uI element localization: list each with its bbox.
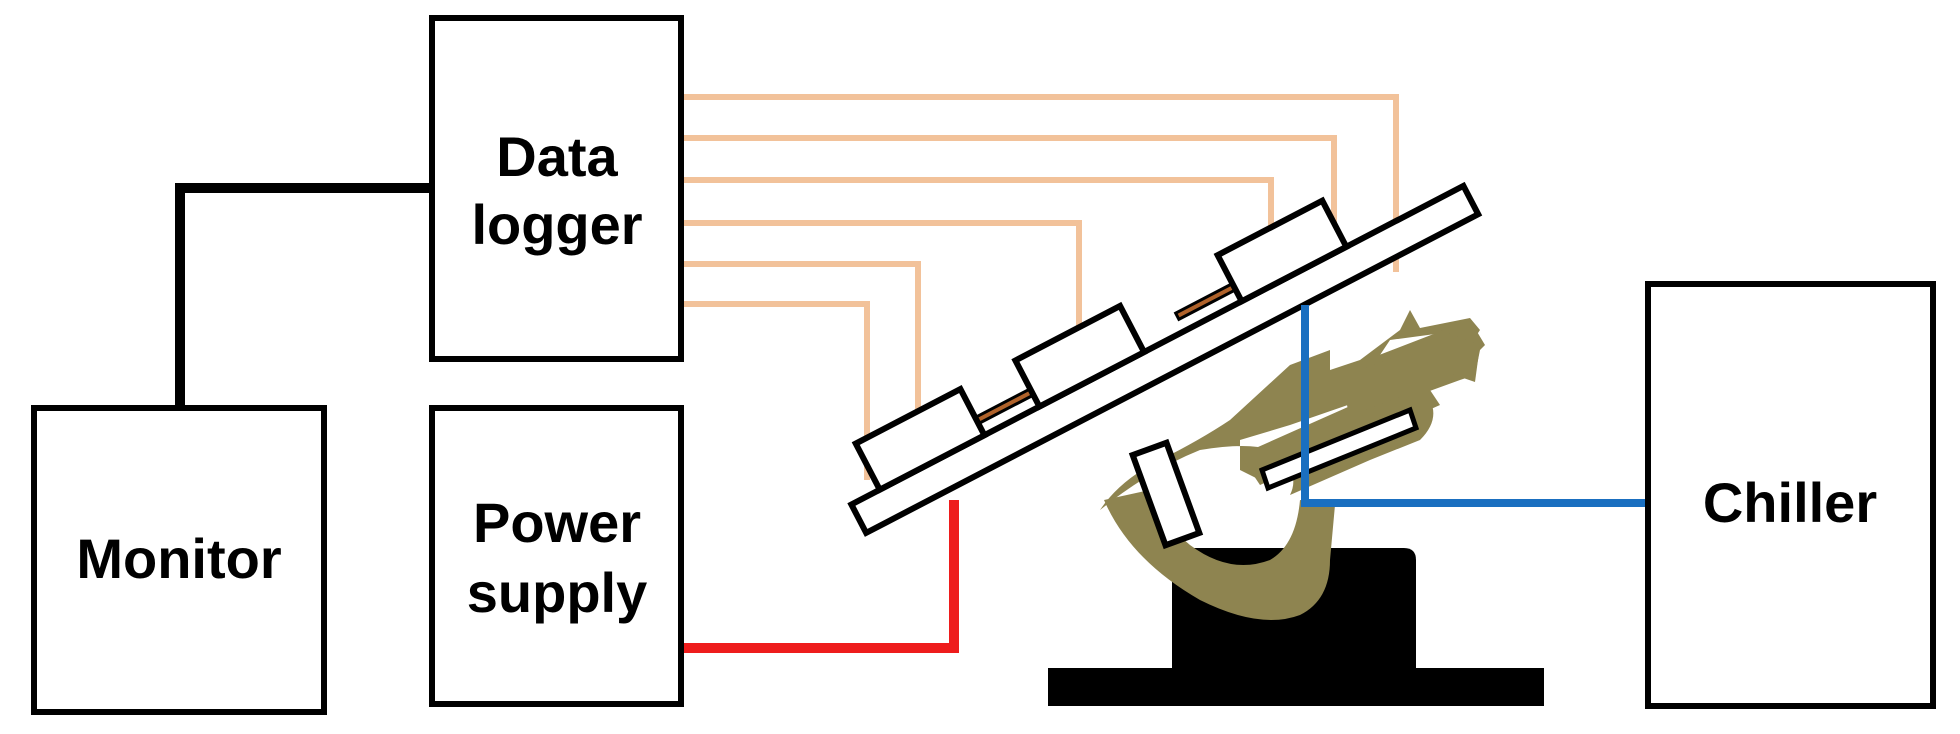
stand-knob-top	[1360, 355, 1405, 410]
data-logger-label-line-2: logger	[471, 193, 642, 256]
stand-slot	[1258, 406, 1420, 492]
chiller-pipe	[1301, 305, 1648, 507]
mounting-plate	[847, 181, 1483, 537]
sensor-wires	[681, 94, 1399, 480]
chiller-label: Chiller	[1703, 471, 1877, 534]
sensor-wire-6	[681, 301, 870, 480]
stand-post	[1128, 438, 1204, 550]
stand-base	[1048, 668, 1544, 706]
module-3	[1213, 196, 1351, 306]
monitor-logger-cable	[175, 183, 432, 408]
data-logger-label-line-1: Data	[496, 125, 618, 188]
module-1	[851, 385, 989, 494]
power-supply-label-line-2: supply	[467, 561, 647, 624]
monitor-box	[31, 405, 327, 715]
sensor-wire-5	[681, 261, 921, 427]
tilt-stand	[1048, 310, 1544, 706]
power-supply-box	[429, 405, 684, 707]
sensor-wire-4	[681, 220, 1082, 342]
chiller-box	[1645, 281, 1936, 709]
power-cable	[681, 500, 959, 653]
sensor-wire-1	[681, 94, 1399, 272]
power-supply-label-line-1: Power	[473, 491, 641, 554]
sensor-wire-2	[681, 135, 1337, 240]
module-2	[1011, 301, 1149, 411]
data-logger-box	[429, 15, 684, 362]
sensor-wire-3	[681, 177, 1274, 241]
monitor-label: Monitor	[76, 527, 281, 590]
stand-knob	[1440, 330, 1480, 382]
tilted-test-assembly	[847, 181, 1483, 537]
